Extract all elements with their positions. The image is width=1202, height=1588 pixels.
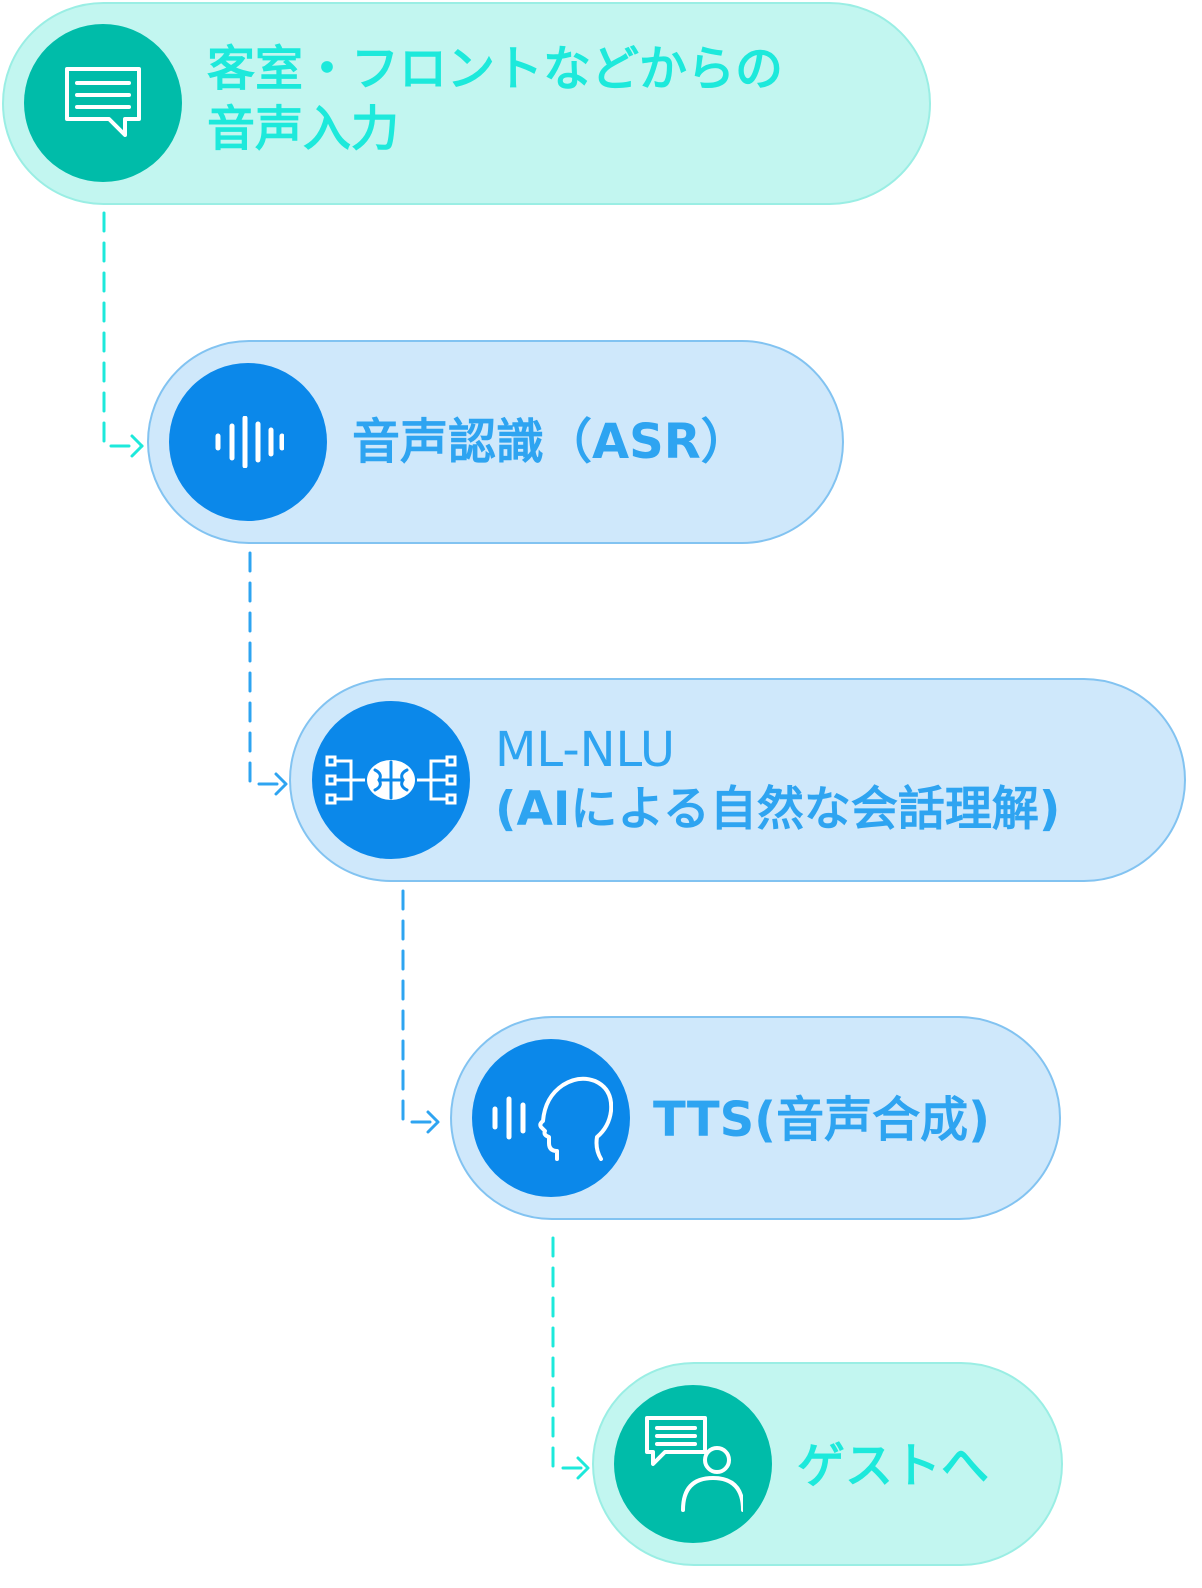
chat-bubble-icon xyxy=(65,67,141,137)
step-asr-line-1: 音声認識（ASR） xyxy=(352,414,749,470)
step-voice-input-line-1: 客室・フロントなどからの xyxy=(207,41,784,97)
connector-input-to-asr xyxy=(102,211,144,448)
arrowhead-guest xyxy=(576,1456,590,1480)
step-ml-nlu-line-1: ML-NLU xyxy=(495,722,676,778)
step-asr-badge xyxy=(169,363,327,521)
step-ml-nlu-label: ML-NLU (AIによる自然な会話理解) xyxy=(495,720,1060,840)
connector-tts-to-guest xyxy=(551,1236,590,1470)
step-voice-input-badge xyxy=(24,24,182,182)
sound-wave-icon xyxy=(215,416,284,468)
step-to-guest-line-1: ゲストへ xyxy=(797,1438,990,1494)
arrowhead-asr xyxy=(130,434,144,458)
arrowhead-nlu xyxy=(274,772,288,796)
step-asr-label: 音声認識（ASR） xyxy=(352,412,749,472)
connector-nlu-to-tts xyxy=(401,889,440,1124)
step-to-guest-label: ゲストへ xyxy=(797,1436,989,1496)
step-voice-input-line-2: 音声入力 xyxy=(207,101,400,158)
step-ml-nlu-line-2: (AIによる自然な会話理解) xyxy=(495,782,1061,838)
step-tts-badge xyxy=(472,1039,630,1197)
step-to-guest-badge xyxy=(614,1385,772,1543)
step-tts-label: TTS(音声合成) xyxy=(653,1090,990,1150)
step-ml-nlu-badge xyxy=(312,701,470,859)
connector-asr-to-nlu xyxy=(248,551,288,786)
speaking-head-icon xyxy=(492,1076,613,1161)
guest-chat-user-icon xyxy=(645,1416,743,1512)
ai-brain-network-icon xyxy=(325,755,457,805)
step-tts-line-1: TTS(音声合成) xyxy=(653,1092,991,1148)
arrowhead-tts xyxy=(426,1110,440,1134)
step-voice-input-label: 客室・フロントなどからの 音声入力 xyxy=(207,39,783,160)
